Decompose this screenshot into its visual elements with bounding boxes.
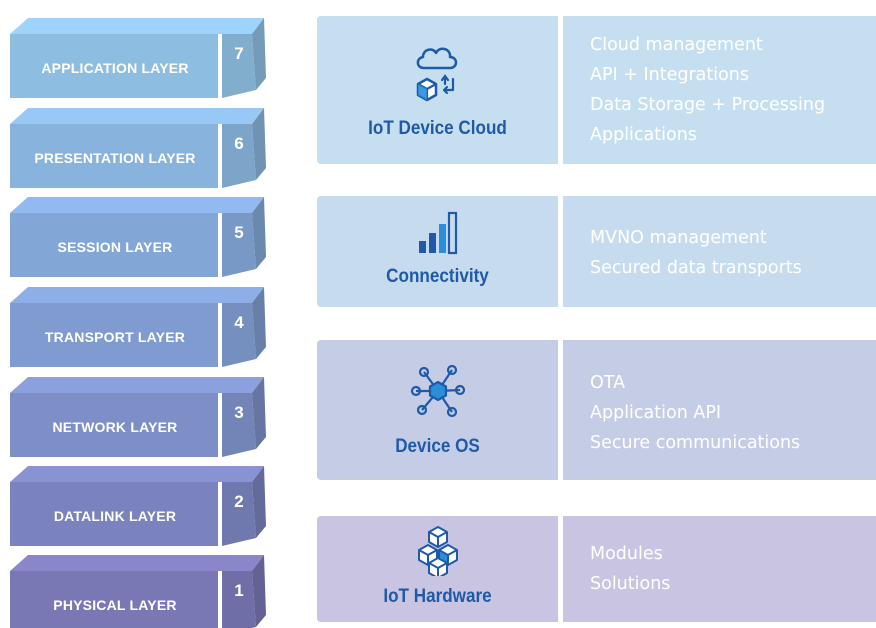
layer-edge-face bbox=[252, 377, 266, 449]
layer-edge-face bbox=[252, 18, 266, 90]
panel-title: IoT Device Cloud bbox=[368, 118, 507, 139]
panel-title: IoT Hardware bbox=[383, 586, 492, 607]
layer-label: TRANSPORT LAYER bbox=[44, 329, 186, 345]
cubes-icon bbox=[317, 524, 558, 581]
layer-front-face bbox=[10, 34, 218, 98]
list-item: Data Storage + Processing bbox=[590, 95, 826, 115]
layer-number: 5 bbox=[234, 223, 244, 242]
layer-side-face bbox=[222, 393, 256, 457]
layer-blocks bbox=[10, 18, 266, 628]
layer-label: DATALINK LAYER bbox=[53, 508, 177, 524]
layer-top-face bbox=[10, 197, 264, 213]
layer-edge-face bbox=[252, 287, 266, 359]
layer-number: 7 bbox=[234, 44, 244, 63]
cloud-device-icon bbox=[317, 36, 558, 111]
feature-list: OTA Application API Secure communication… bbox=[590, 368, 800, 458]
layer-number: 3 bbox=[234, 403, 244, 422]
layer-side-face bbox=[222, 571, 256, 628]
layer-number: 1 bbox=[234, 581, 244, 600]
layer-number: 2 bbox=[234, 492, 244, 511]
list-item: MVNO management bbox=[590, 228, 767, 248]
panel-left bbox=[317, 16, 558, 164]
layer-top-face bbox=[10, 108, 264, 124]
panel-device-os: Device OS OTA Application API Secure com… bbox=[317, 340, 876, 480]
feature-list: MVNO management Secured data transports bbox=[590, 223, 802, 283]
panel-iot-device-cloud: IoT Device Cloud Cloud management API + … bbox=[317, 16, 876, 164]
layer-edge-face bbox=[252, 108, 266, 180]
layer-front-face bbox=[10, 124, 218, 188]
layer-label: APPLICATION LAYER bbox=[41, 60, 189, 76]
layer-side-face bbox=[222, 213, 256, 277]
layer-number: 6 bbox=[234, 134, 244, 153]
panel-iot-hardware: IoT Hardware Modules Solutions bbox=[317, 516, 876, 622]
signal-bars-icon bbox=[317, 209, 558, 260]
layer-side-face bbox=[222, 124, 256, 188]
layer-label: PRESENTATION LAYER bbox=[34, 150, 196, 166]
layer-label: PHYSICAL LAYER bbox=[53, 597, 177, 613]
layer-side-face bbox=[222, 303, 256, 367]
layer-label: SESSION LAYER bbox=[57, 239, 173, 255]
feature-list: Cloud management API + Integrations Data… bbox=[590, 30, 825, 150]
layer-top-face bbox=[10, 555, 264, 571]
layer-front-face bbox=[10, 482, 218, 546]
network-nodes-icon bbox=[317, 360, 558, 427]
list-item: Cloud management bbox=[590, 35, 763, 55]
layer-edge-face bbox=[252, 555, 266, 627]
panel-right bbox=[563, 516, 876, 622]
panel-connectivity: Connectivity MVNO management Secured dat… bbox=[317, 196, 876, 307]
list-item: Application API bbox=[590, 403, 722, 423]
layer-edge-face bbox=[252, 197, 266, 269]
layer-number: 4 bbox=[234, 313, 244, 332]
layer-top-face bbox=[10, 18, 264, 34]
list-item: Solutions bbox=[590, 574, 671, 594]
feature-list: Modules Solutions bbox=[590, 539, 670, 599]
layer-top-face bbox=[10, 287, 264, 303]
layer-front-face bbox=[10, 393, 218, 457]
layer-top-face bbox=[10, 466, 264, 482]
panel-right bbox=[563, 16, 876, 164]
panel-title: Connectivity bbox=[386, 266, 489, 287]
list-item: API + Integrations bbox=[590, 65, 750, 85]
panel-left bbox=[317, 340, 558, 480]
layer-front-face bbox=[10, 213, 218, 277]
panel-left bbox=[317, 196, 558, 307]
layer-label: NETWORK LAYER bbox=[52, 419, 178, 435]
layer-side-face bbox=[222, 482, 256, 546]
panel-title: Device OS bbox=[395, 436, 480, 457]
list-item: Modules bbox=[590, 544, 663, 564]
panel-right bbox=[563, 340, 876, 480]
layer-side-face bbox=[222, 34, 256, 98]
panel-right bbox=[563, 196, 876, 307]
layer-front-face bbox=[10, 303, 218, 367]
list-item: Secure communications bbox=[590, 433, 801, 453]
list-item: Applications bbox=[590, 125, 697, 145]
layer-top-face bbox=[10, 377, 264, 393]
layer-front-face bbox=[10, 571, 218, 628]
list-item: Secured data transports bbox=[590, 258, 802, 278]
layer-edge-face bbox=[252, 466, 266, 538]
list-item: OTA bbox=[590, 373, 626, 393]
